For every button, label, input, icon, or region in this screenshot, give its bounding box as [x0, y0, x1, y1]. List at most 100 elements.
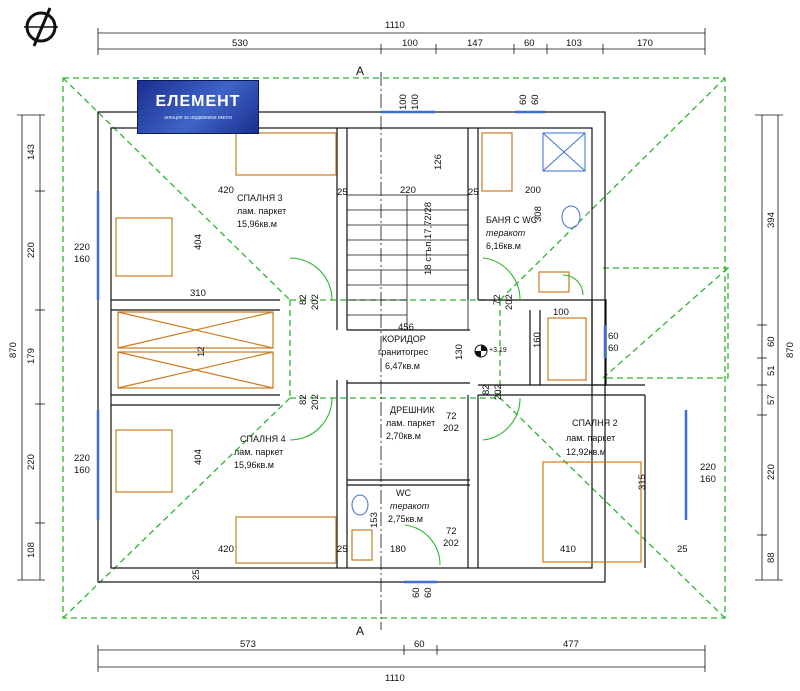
dim-top-5: 103: [566, 38, 582, 49]
dim-left-1: 143: [26, 144, 37, 160]
dim-overall-bottom: 1110: [385, 673, 405, 684]
room-wc: WC теракот 2,75кв.м: [388, 488, 430, 524]
inner-dim-404b: 404: [193, 449, 204, 465]
room-area: 2,75кв.м: [388, 514, 423, 524]
room-floor: гранитогрес: [378, 347, 429, 357]
room-name: WC: [396, 488, 411, 498]
dim-bottom-2: 60: [414, 639, 425, 650]
wardrobe-2: [117, 351, 274, 389]
walls: [97, 111, 646, 583]
window-dim-1: 100: [398, 94, 409, 110]
door-1a: 82: [298, 294, 309, 305]
inner-dim-220: 220: [400, 185, 416, 196]
desk-bedroom-4: [115, 429, 173, 493]
door-2a: 72: [492, 294, 503, 305]
door-3b: 202: [310, 394, 321, 410]
inner-dim-315: 315: [637, 474, 648, 490]
dim-top-4: 60: [524, 38, 535, 49]
door-4b: 202: [493, 384, 504, 400]
door-swings: [289, 257, 584, 566]
window-dim-2: 100: [410, 94, 421, 110]
inner-dim-420a: 420: [218, 185, 234, 196]
window-left-1b: 160: [74, 254, 90, 265]
room-floor: лам. паркет: [234, 447, 283, 457]
inner-dim-420b: 420: [218, 544, 234, 555]
section-mark-bottom: А: [356, 624, 364, 638]
dimension-lines: [17, 28, 783, 672]
inner-dim-25d: 25: [677, 544, 688, 555]
inner-dim-200: 200: [525, 185, 541, 196]
wc-sink: [351, 529, 373, 561]
window-right-2a: 60: [608, 331, 619, 342]
logo-tagline: агенция за недвижими имоти: [164, 115, 232, 121]
inner-dim-130: 130: [454, 344, 465, 360]
dim-right-total: 870: [785, 342, 796, 358]
level-marker-icon: [474, 344, 488, 358]
inner-dim-180: 180: [390, 544, 406, 555]
door-6a: 72: [446, 526, 457, 537]
room-name: СПАЛНЯ 4: [240, 434, 286, 444]
dim-top-6: 170: [637, 38, 653, 49]
room-floor: лам. паркет: [237, 206, 286, 216]
inner-dim-456: 456: [398, 322, 414, 333]
door-3a: 82: [298, 394, 309, 405]
window-left-2a: 220: [74, 453, 90, 464]
door-5b: 202: [443, 423, 459, 434]
door-2b: 202: [504, 294, 515, 310]
dim-right-4: 57: [766, 394, 777, 405]
dim-overall-top: 1110: [385, 20, 405, 31]
dim-top-2: 100: [402, 38, 418, 49]
inner-dim-12: 12: [196, 346, 207, 357]
inner-dim-25a: 25: [337, 187, 348, 198]
room-area: 2,70кв.м: [386, 431, 421, 441]
room-bedroom-3: СПАЛНЯ 3 лам. паркет 15,96кв.м: [237, 193, 286, 229]
dim-left-2: 220: [26, 242, 37, 258]
room-area: 12,92кв.м: [566, 447, 606, 457]
window-right-1a: 220: [700, 462, 716, 473]
window-right-1b: 160: [700, 474, 716, 485]
window-dim-3: 60: [518, 94, 529, 105]
dim-left-5: 108: [26, 542, 37, 558]
window-right-2b: 60: [608, 343, 619, 354]
room-corridor: КОРИДОР гранитогрес 6,47кв.м: [378, 334, 429, 371]
window-bottom-1: 60: [411, 587, 422, 598]
room-wardrobe: ДРЕШНИК лам. паркет 2,70кв.м: [386, 405, 435, 441]
dim-bottom-1: 573: [240, 639, 256, 650]
room-name: ДРЕШНИК: [390, 405, 435, 415]
washer: [547, 317, 587, 381]
inner-dim-404a: 404: [193, 234, 204, 250]
inner-dim-25c: 25: [337, 544, 348, 555]
level-value: +3.19: [489, 347, 507, 354]
room-name: СПАЛНЯ 3: [237, 193, 283, 203]
staircase-label: 18 стъп.17,72/28: [423, 202, 434, 275]
dim-top-3: 147: [467, 38, 483, 49]
room-area: 6,16кв.м: [486, 241, 521, 251]
dim-right-6: 88: [766, 552, 777, 563]
room-area: 15,96кв.м: [234, 460, 274, 470]
room-area: 6,47кв.м: [385, 361, 420, 371]
bed-bedroom-4: [235, 516, 337, 564]
door-4a: 82: [481, 384, 492, 395]
inner-dim-25b: 25: [468, 187, 479, 198]
north-arrow-icon: [24, 7, 58, 47]
agency-logo: ЕЛЕМЕНТ агенция за недвижими имоти: [137, 80, 259, 134]
inner-dim-310: 310: [190, 288, 206, 299]
room-floor: теракот: [390, 501, 430, 511]
room-floor: лам. паркет: [386, 418, 435, 428]
bathtub: [481, 132, 513, 192]
inner-dim-153: 153: [369, 512, 380, 528]
dim-bottom-3: 477: [563, 639, 579, 650]
window-left-1a: 220: [74, 242, 90, 253]
sink: [538, 271, 570, 293]
door-6b: 202: [443, 538, 459, 549]
desk-bedroom-3: [115, 217, 173, 277]
bed-bedroom-2: [542, 461, 642, 563]
dim-top-1: 530: [232, 38, 248, 49]
bed-bedroom-3: [235, 132, 337, 176]
room-name: СПАЛНЯ 2: [572, 418, 618, 428]
logo-name: ЕЛЕМЕНТ: [155, 93, 241, 110]
wardrobe-1: [117, 311, 274, 349]
room-name: КОРИДОР: [382, 334, 426, 344]
inner-dim-410: 410: [560, 544, 576, 555]
